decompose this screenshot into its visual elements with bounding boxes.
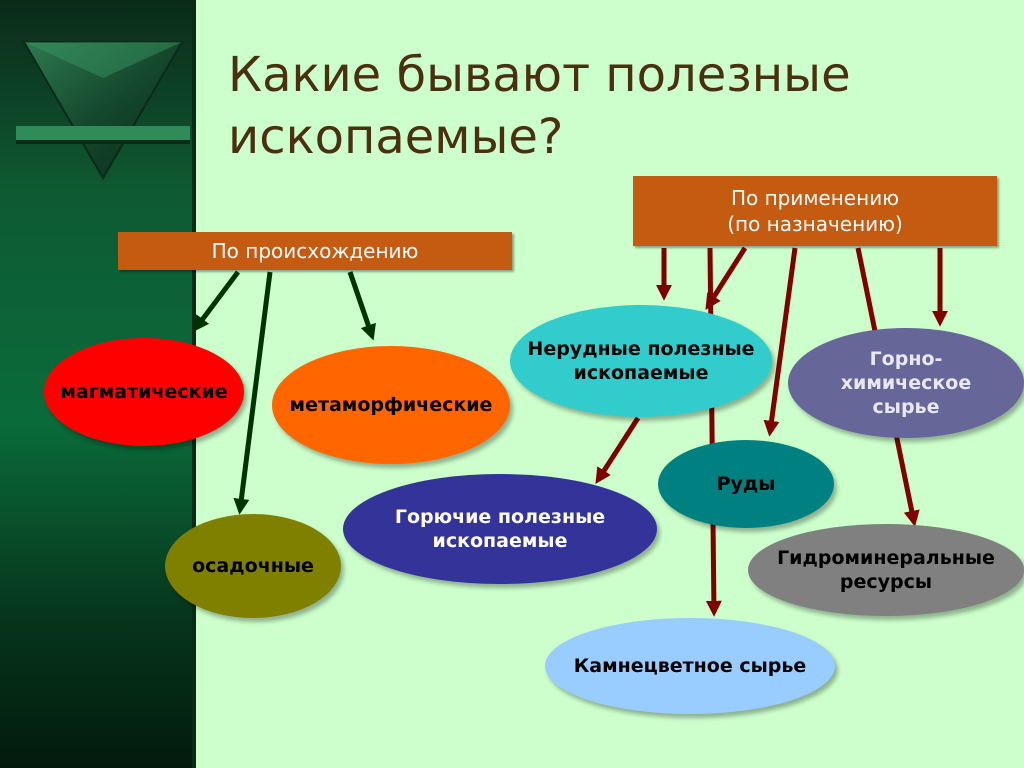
ellipse-gemstone: Камнецветное сырье bbox=[545, 618, 835, 714]
arrow-to-nonmetallic-2 bbox=[705, 246, 748, 311]
label-ores: Руды bbox=[716, 473, 776, 495]
label-magmatic: магматические bbox=[60, 381, 228, 403]
arrow-to-gemstone bbox=[705, 247, 722, 617]
label-metamorphic: метаморфические bbox=[289, 394, 493, 416]
ellipse-ores: Руды bbox=[658, 440, 834, 528]
ellipse-hydromineral: Гидроминеральные ресурсы bbox=[748, 524, 1024, 616]
label-gemstone: Камнецветное сырье bbox=[573, 655, 807, 677]
ellipse-nonmetallic: Нерудные полезные ископаемые bbox=[510, 305, 772, 417]
label-fuel: Горючие полезные ископаемые bbox=[394, 506, 606, 552]
box-by-purpose: По применению (по назначению) bbox=[633, 176, 997, 246]
label-sedimentary: осадочные bbox=[192, 555, 314, 577]
triangle-logo-icon bbox=[16, 41, 190, 180]
label-nonmetallic: Нерудные полезные ископаемые bbox=[527, 338, 755, 384]
arrow-to-magmatic bbox=[193, 270, 240, 332]
label-hydromineral: Гидроминеральные ресурсы bbox=[777, 547, 995, 593]
arrow-to-sedimentary bbox=[233, 271, 273, 515]
box-by-origin: По происхождению bbox=[118, 232, 512, 270]
ellipse-sedimentary: осадочные bbox=[165, 514, 341, 618]
arrow-to-metamorphic bbox=[347, 271, 376, 341]
ellipse-fuel: Горючие полезные ископаемые bbox=[343, 474, 657, 584]
ellipse-metamorphic: метаморфические bbox=[272, 346, 510, 464]
ellipse-mining-chemical: Горно-химическое сырье bbox=[788, 328, 1024, 438]
page-title: Какие бывают полезные ископаемые? bbox=[228, 47, 851, 165]
ellipse-magmatic: магматические bbox=[44, 338, 244, 446]
label-mining-chemical: Горно-химическое сырье bbox=[840, 348, 972, 418]
arrow-to-ores bbox=[763, 247, 798, 437]
arrow-to-fuel bbox=[595, 416, 641, 485]
